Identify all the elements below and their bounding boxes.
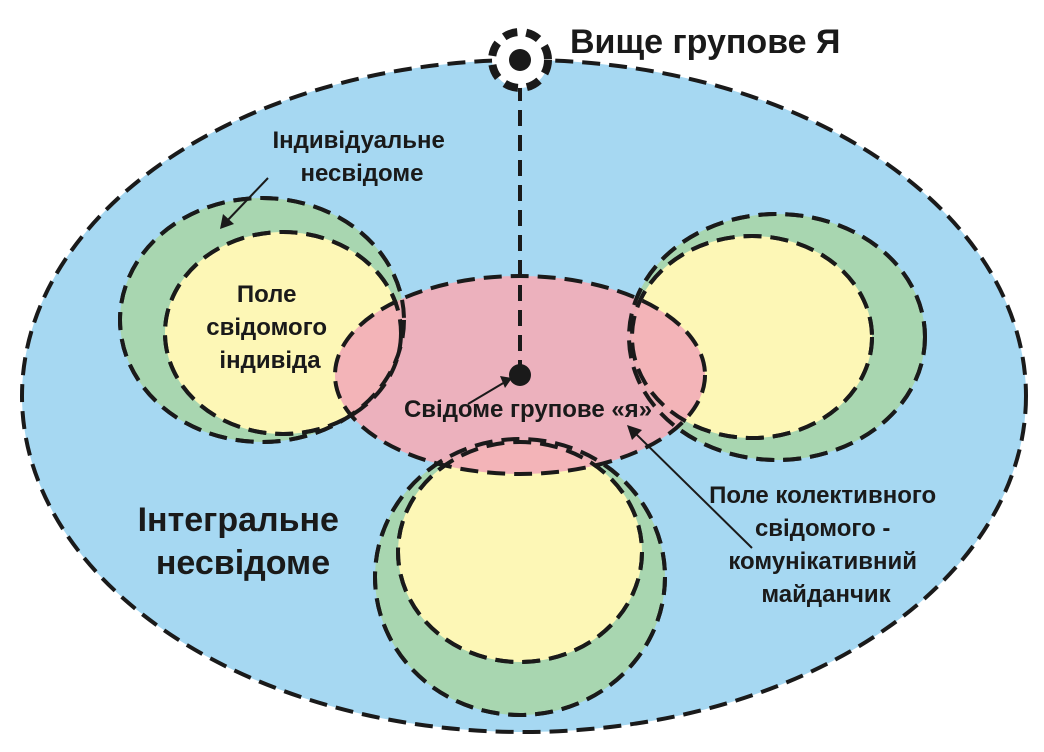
integral-unconscious-label: Інтегральне несвідоме [138, 501, 349, 582]
individual-conscious-outline-bottom [396, 440, 644, 664]
individual-conscious-outline-right [630, 234, 874, 440]
arrow-collective-field [627, 425, 753, 549]
arrow-individual-unconscious [220, 177, 269, 229]
higher-group-self-title: Вище групове Я [570, 23, 840, 61]
individual-conscious-field-label: Поле свідомого індивіда [206, 281, 333, 374]
individual-conscious-outline-left [163, 230, 403, 436]
arrow-group-self [467, 376, 512, 405]
individual-unconscious-outline-left [118, 196, 406, 444]
individual-unconscious-outline-bottom [373, 437, 667, 717]
individual-unconscious-outline-right [627, 212, 927, 462]
individual-unconscious-label: Індивідуальне несвідоме [273, 127, 452, 187]
collective-conscious-field-label: Поле колективного свідомого - комунікати… [709, 482, 943, 608]
group-self-dot [509, 364, 531, 386]
higher-self-dot [509, 49, 531, 71]
group-conscious-self-label: Свідоме групове «я» [404, 396, 652, 423]
